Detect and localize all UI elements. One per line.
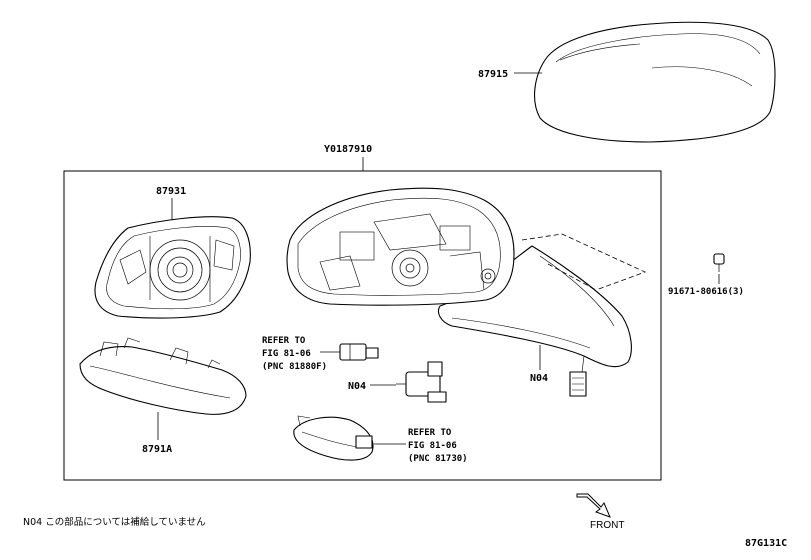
label-assembly: Y0187910 [324,144,372,155]
label-glass: 87931 [156,186,186,197]
supply-note: N04 この部品については補給していません [23,516,206,528]
refer2-line2: FIG 81-06 [408,441,457,451]
mirror-body-part[interactable] [286,187,632,397]
refer1-line1: REFER TO [262,336,306,346]
turn-lamp-part[interactable] [79,337,247,415]
illustration-code: 87G131C [745,538,787,549]
side-turn-lamp-part[interactable] [293,415,374,461]
label-cover: 87915 [478,69,508,80]
label-n04-body: N04 [530,373,548,384]
refer2-line3: (PNC 81730) [408,454,468,464]
connector-part[interactable] [339,343,379,361]
label-turn-lamp: 8791A [142,444,172,455]
refer1-line3: (PNC 81880F) [262,362,327,372]
front-arrow-icon [576,493,611,518]
mirror-cover-part[interactable] [534,21,776,143]
mirror-glass-part[interactable] [94,216,251,319]
assembly-frame [63,170,662,481]
bolt-part[interactable] [713,253,725,272]
refer2-line1: REFER TO [408,428,452,438]
motor-part[interactable] [396,361,447,403]
label-n04-motor: N04 [348,381,366,392]
label-bolt: 91671-80616(3) [668,287,744,297]
front-label: FRONT [590,520,624,531]
refer1-line2: FIG 81-06 [262,349,311,359]
